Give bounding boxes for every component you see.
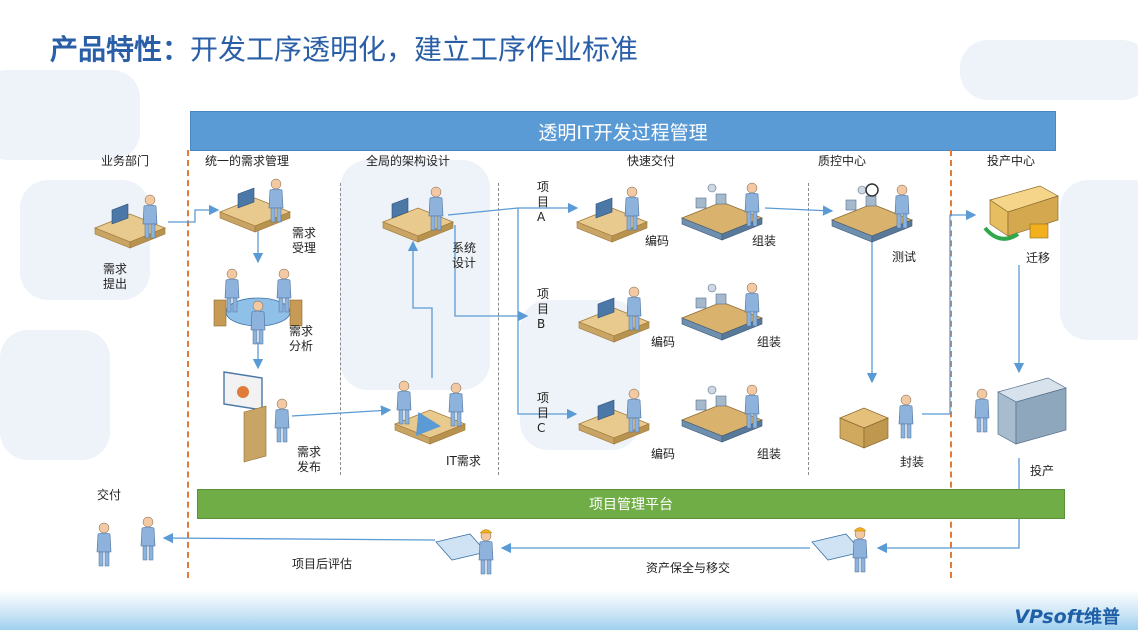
column-header-architecture: 全局的架构设计 (366, 154, 451, 168)
assembly-figure-a (681, 182, 763, 241)
label-assembly-a: 组装 (752, 234, 777, 248)
divider-line (950, 150, 952, 578)
divider-line (498, 183, 499, 475)
brand-logo: VPsoft维普 (1014, 606, 1120, 628)
post-eval-figure (435, 529, 494, 575)
coding-figure-b (578, 286, 650, 343)
it-req-figure (394, 380, 466, 445)
label-req-submit: 需求 提出 (103, 262, 128, 291)
coding-figure-c (578, 388, 650, 445)
label-coding-a: 编码 (645, 234, 670, 248)
req-submit-figure (94, 194, 166, 249)
column-header-production: 投产中心 (987, 154, 1036, 168)
req-publish-figure (223, 371, 290, 463)
label-project-c: 项目C (537, 391, 550, 435)
divider-line (187, 150, 189, 578)
column-header-business: 业务部门 (101, 154, 150, 168)
bg-shape (960, 40, 1138, 100)
column-header-delivery: 快速交付 (627, 154, 676, 168)
label-migration: 迁移 (1026, 251, 1051, 265)
label-sys-design: 系统 设计 (452, 241, 477, 270)
label-assembly-c: 组装 (757, 447, 782, 461)
label-req-publish: 需求 发布 (297, 445, 322, 474)
asset-transfer-figure (811, 527, 868, 573)
testing-figure (831, 183, 913, 243)
bg-shape (340, 160, 490, 390)
migration-figure (983, 185, 1059, 241)
bg-shape (0, 330, 110, 460)
page-title: 产品特性：开发工序透明化，建立工序作业标准 (50, 33, 639, 66)
label-packaging: 封装 (900, 455, 925, 469)
footer-band (0, 590, 1138, 630)
label-coding-c: 编码 (651, 447, 676, 461)
label-delivery: 交付 (97, 488, 122, 502)
coding-figure-a (576, 186, 648, 243)
label-post-eval: 项目后评估 (292, 557, 353, 571)
label-asset-transfer: 资产保全与移交 (646, 561, 731, 575)
production-figure (974, 377, 1067, 445)
banner: 透明IT开发过程管理 (190, 111, 1056, 151)
req-analysis-figure (213, 268, 303, 345)
label-assembly-b: 组装 (757, 335, 782, 349)
assembly-figure-b (681, 282, 763, 341)
label-testing: 测试 (892, 250, 917, 264)
label-production: 投产 (1030, 464, 1055, 478)
req-accept-figure (219, 178, 291, 233)
column-header-qc: 质控中心 (818, 154, 867, 168)
label-it-req: IT需求 (446, 454, 481, 468)
divider-line (340, 183, 341, 475)
label-coding-b: 编码 (651, 335, 676, 349)
delivery-figure (96, 516, 156, 567)
bg-shape (0, 70, 140, 160)
packaging-figure (839, 394, 914, 449)
label-project-a: 项目A (537, 180, 550, 224)
assembly-figure-c (681, 384, 763, 443)
project-platform-bar: 项目管理平台 (197, 489, 1065, 519)
label-req-accept: 需求 受理 (292, 226, 317, 255)
label-project-b: 项目B (537, 287, 550, 331)
bg-shape (1060, 180, 1138, 340)
sys-design-figure (382, 186, 454, 243)
label-req-analysis: 需求 分析 (289, 324, 314, 353)
column-header-requirements: 统一的需求管理 (205, 154, 290, 168)
divider-line (808, 183, 809, 475)
